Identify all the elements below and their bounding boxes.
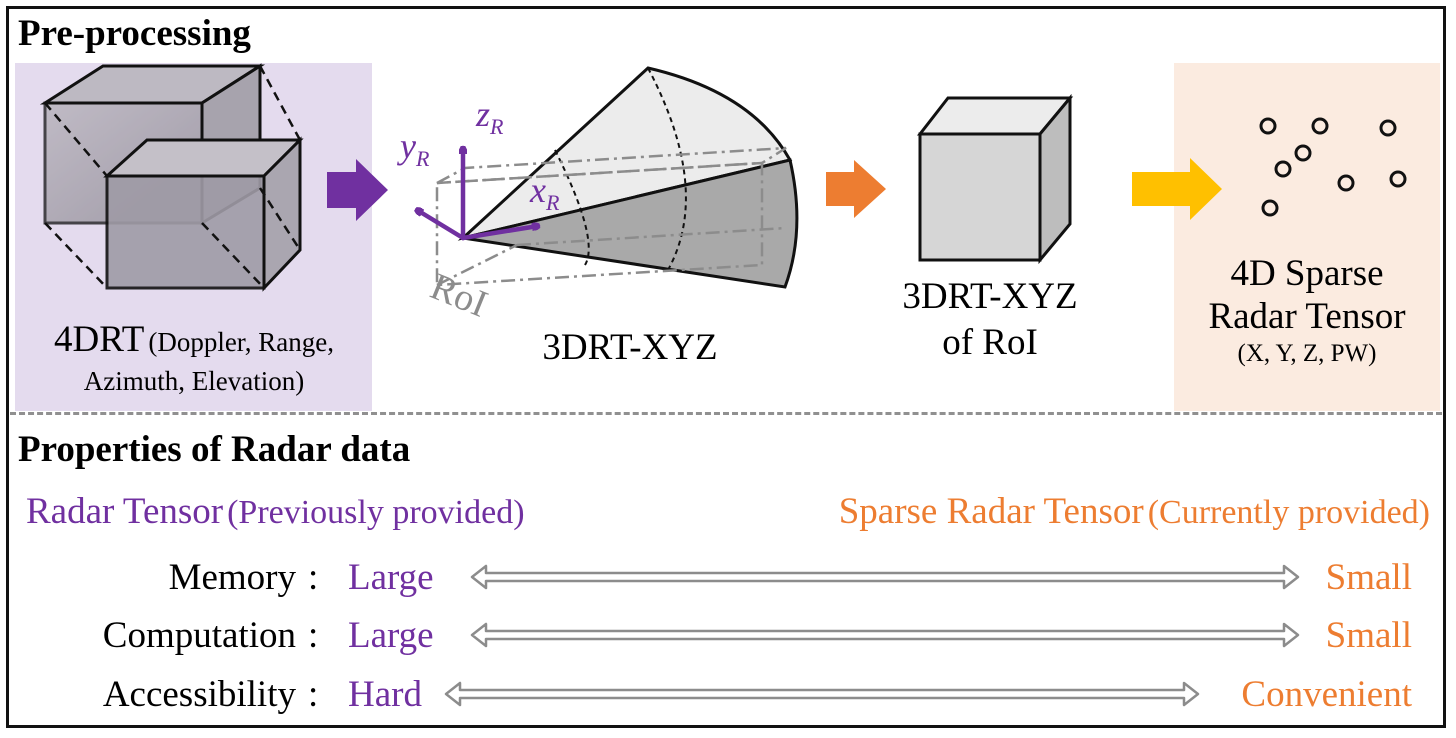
sparse-tensor-line2: Radar Tensor — [1208, 296, 1406, 338]
coordinate-axes-icon — [417, 145, 538, 241]
row-accessibility-left: Hard — [348, 674, 422, 715]
4drt-detail-line2: Azimuth, Elevation) — [83, 366, 305, 397]
purple-arrow-icon — [327, 159, 388, 221]
memory-double-arrow — [470, 564, 1300, 590]
row-computation-colon: : — [308, 615, 319, 656]
sparse-radar-tensor-note: (Currently provided) — [1147, 494, 1430, 531]
row-computation-left: Large — [348, 615, 434, 656]
sparse-tensor-panel — [1174, 63, 1440, 411]
radar-tensor-name: Radar Tensor — [26, 491, 224, 532]
sparse-radar-tensor-name: Sparse Radar Tensor — [838, 491, 1144, 532]
axis-x-label: xR — [529, 170, 560, 215]
4drt-label: 4DRT (Doppler, Range, Azimuth, Elevation… — [18, 316, 370, 399]
row-computation-label: Computation — [102, 615, 296, 656]
double-arrows — [444, 564, 1300, 707]
row-memory-left: Large — [348, 557, 434, 598]
computation-double-arrow — [470, 622, 1300, 648]
axis-y-label: yR — [397, 126, 430, 171]
row-memory-right: Small — [1325, 557, 1412, 598]
3drt-xyz-label: 3DRT-XYZ — [542, 327, 718, 368]
row-memory-colon: : — [308, 557, 319, 598]
4drt-cube-icon — [39, 63, 304, 292]
row-computation-right: Small — [1325, 615, 1412, 656]
3drt-xyz-roi-label: 3DRT-XYZ of RoI — [860, 274, 1120, 365]
3drt-xyz-roi-line2: of RoI — [942, 321, 1038, 363]
figure-frame — [6, 6, 1446, 728]
4drt-detail: (Doppler, Range, — [148, 327, 334, 357]
accessibility-double-arrow — [444, 681, 1200, 707]
row-accessibility-colon: : — [308, 674, 319, 715]
properties-title: Properties of Radar data — [18, 429, 411, 470]
radar-tensor-header: Radar Tensor (Previously provided) — [26, 490, 525, 533]
sparse-points-icon — [1259, 117, 1407, 217]
row-accessibility-label: Accessibility — [102, 674, 296, 715]
sparse-radar-tensor-header: Sparse Radar Tensor (Currently provided) — [839, 490, 1430, 533]
preprocessing-title: Pre-processing — [18, 13, 251, 54]
section-divider — [10, 412, 1442, 415]
sparse-tensor-line1: 4D Sparse — [1230, 253, 1384, 294]
yellow-arrow-icon — [1132, 158, 1222, 220]
3drt-xyz-roi-line1: 3DRT-XYZ — [902, 276, 1078, 317]
4drt-name: 4DRT — [54, 319, 145, 360]
row-memory-label: Memory — [168, 557, 296, 598]
orange-arrow-icon — [826, 160, 886, 218]
sparse-tensor-label: 4D Sparse Radar Tensor (X, Y, Z, PW) — [1176, 252, 1438, 368]
sparse-tensor-detail: (X, Y, Z, PW) — [1237, 339, 1377, 367]
roi-cube-icon — [916, 93, 1074, 265]
radar-tensor-note: (Previously provided) — [227, 494, 525, 531]
axis-z-label: zR — [475, 94, 504, 139]
cone-icon — [435, 66, 799, 289]
row-accessibility-right: Convenient — [1241, 674, 1412, 715]
roi-label: RoI — [425, 265, 494, 325]
